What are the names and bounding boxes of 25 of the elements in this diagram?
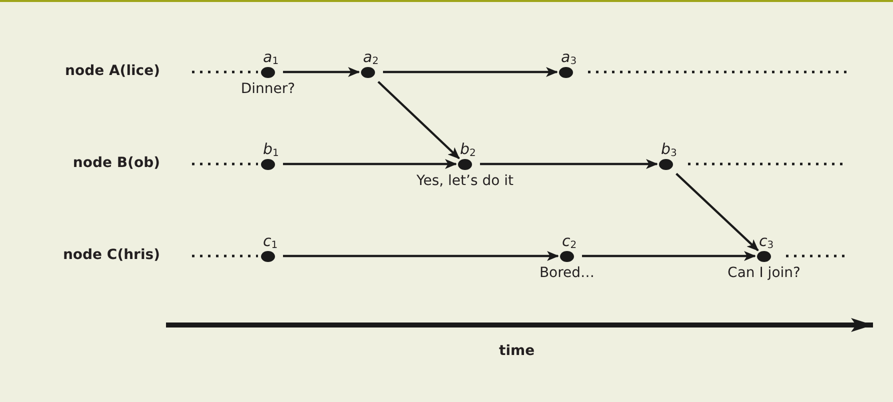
process-name: node C(hris) — [62, 248, 160, 262]
message-caption: Yes, let’s do it — [416, 174, 514, 189]
event-label: b$_{2}$ — [460, 142, 476, 158]
message-caption: Dinner? — [240, 82, 296, 97]
event-label: a$_{1}$ — [263, 50, 279, 66]
message-arrow — [283, 67, 360, 77]
message-arrow — [480, 159, 658, 169]
message-caption: Bored… — [539, 266, 595, 281]
message-caption: Can I join? — [728, 266, 800, 281]
message-arrow — [283, 159, 457, 169]
process-name: node A(lice) — [65, 64, 160, 78]
process-name: node B(ob) — [72, 156, 160, 170]
event-label: c$_{1}$ — [263, 234, 278, 250]
event-label: b$_{1}$ — [263, 142, 279, 158]
message-arrow — [383, 67, 558, 77]
event-label: b$_{3}$ — [661, 142, 677, 158]
event-label: a$_{2}$ — [363, 50, 379, 66]
event-label: a$_{3}$ — [561, 50, 577, 66]
event-label: c$_{3}$ — [759, 234, 774, 250]
event-label: c$_{2}$ — [562, 234, 577, 250]
message-arrow — [283, 251, 559, 261]
message-arrow — [378, 80, 460, 160]
message-arrow — [676, 172, 759, 252]
message-arrow — [582, 251, 756, 261]
axis-label: time — [499, 344, 535, 358]
